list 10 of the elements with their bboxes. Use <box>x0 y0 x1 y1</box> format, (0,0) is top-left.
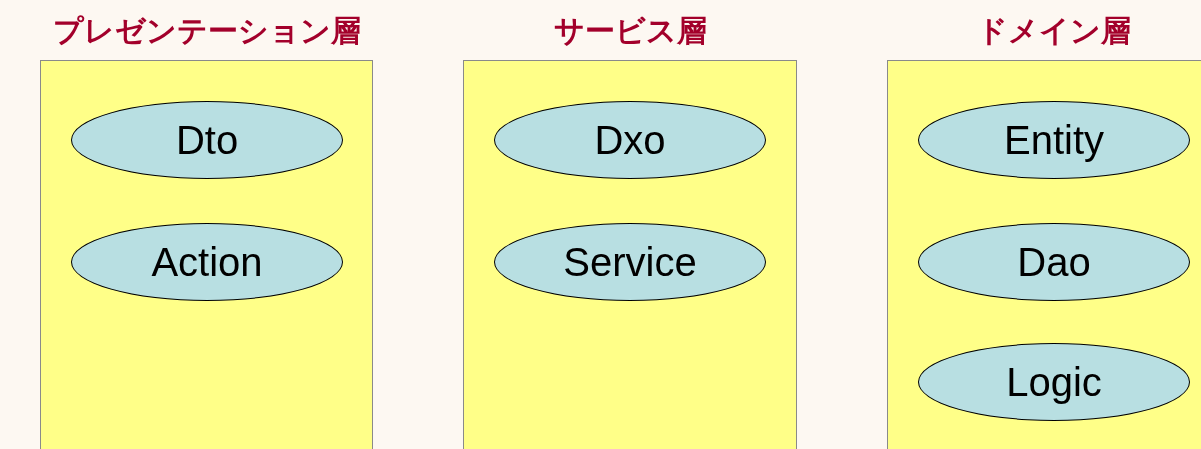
component-label: Entity <box>1003 117 1104 163</box>
component-label: Dxo <box>594 117 666 163</box>
layer-heading: サービス層 <box>553 13 707 49</box>
component-label: Dto <box>175 117 239 163</box>
component-label: Dao <box>1017 239 1091 285</box>
layer-heading: プレゼンテーション層 <box>53 13 361 49</box>
component-label: Logic <box>1006 359 1102 405</box>
component-label: Service <box>563 239 697 285</box>
component-label: Action <box>151 239 263 285</box>
layer-heading: ドメイン層 <box>977 13 1131 49</box>
